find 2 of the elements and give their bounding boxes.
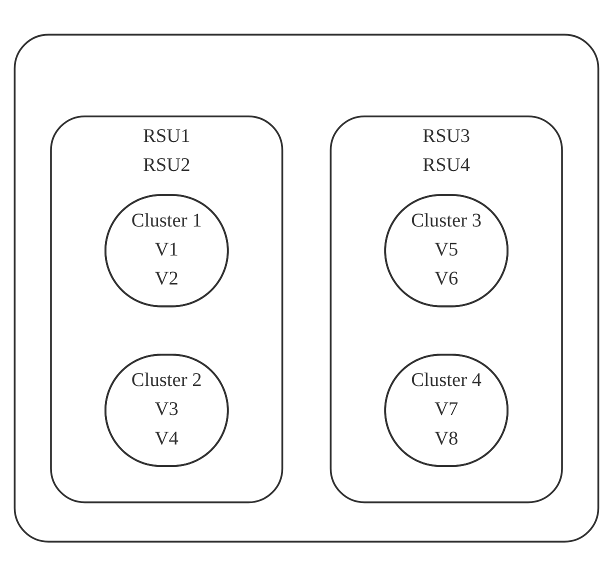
cluster	[50, 115, 284, 504]
cluster	[330, 115, 563, 504]
